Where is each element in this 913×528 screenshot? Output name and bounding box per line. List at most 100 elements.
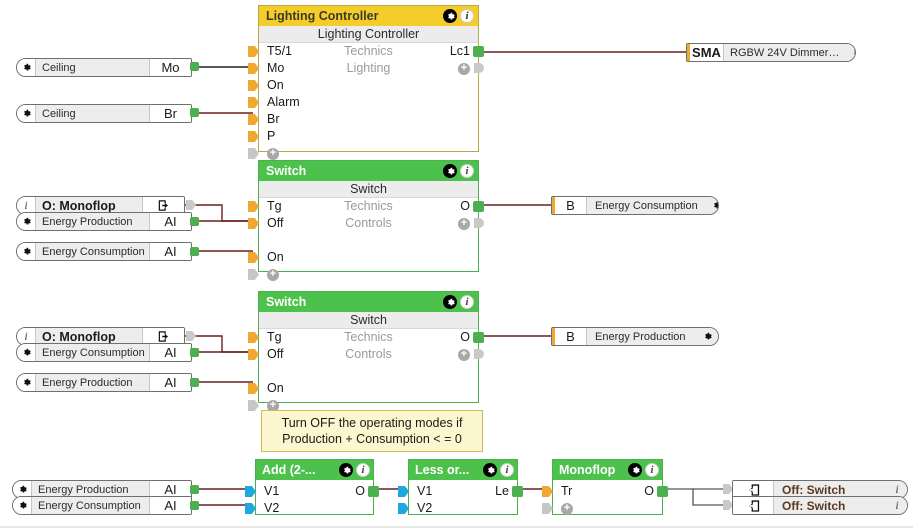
input-connector-v2[interactable] bbox=[398, 503, 409, 514]
info-icon[interactable]: i bbox=[17, 197, 36, 214]
node-off-switch-2[interactable]: Off: Switch i bbox=[732, 496, 908, 515]
block-lighting-controller[interactable]: Lighting Controller i Lighting Controlle… bbox=[248, 5, 484, 160]
info-icon[interactable]: i bbox=[460, 9, 474, 23]
input-connector-on[interactable] bbox=[248, 80, 259, 91]
plus-icon[interactable]: + bbox=[458, 348, 470, 361]
output-connector[interactable] bbox=[190, 501, 199, 510]
plus-icon[interactable]: + bbox=[267, 147, 279, 160]
gear-icon[interactable] bbox=[339, 463, 353, 477]
node-energy-production-2[interactable]: Energy Production AI bbox=[16, 373, 192, 392]
gear-icon[interactable] bbox=[443, 295, 457, 309]
add-output-button[interactable]: + bbox=[458, 60, 470, 77]
input-connector[interactable] bbox=[723, 484, 733, 494]
gear-icon[interactable] bbox=[705, 197, 718, 214]
output-connector[interactable] bbox=[190, 378, 199, 387]
input-connector-tg[interactable] bbox=[248, 201, 259, 212]
output-connector[interactable] bbox=[190, 348, 199, 357]
output-connector-extra[interactable] bbox=[474, 218, 484, 228]
info-icon[interactable]: i bbox=[17, 328, 36, 345]
input-connector-v1[interactable] bbox=[398, 486, 409, 497]
add-output-button[interactable]: + bbox=[458, 215, 470, 232]
plus-icon[interactable]: + bbox=[458, 217, 470, 230]
output-connector-o[interactable] bbox=[473, 201, 484, 212]
add-input-button[interactable]: + bbox=[267, 145, 279, 162]
add-input-button[interactable]: + bbox=[267, 266, 279, 283]
add-input-button[interactable]: + bbox=[267, 397, 279, 414]
gear-icon[interactable] bbox=[17, 59, 36, 76]
block-header[interactable]: Switch i bbox=[259, 292, 478, 312]
output-connector-o[interactable] bbox=[368, 486, 379, 497]
input-connector-alarm[interactable] bbox=[248, 97, 259, 108]
output-connector[interactable] bbox=[190, 247, 199, 256]
info-icon[interactable]: i bbox=[460, 295, 474, 309]
input-connector-p[interactable] bbox=[248, 131, 259, 142]
input-connector-tg[interactable] bbox=[248, 332, 259, 343]
add-output-button[interactable]: + bbox=[458, 346, 470, 363]
info-icon[interactable]: i bbox=[645, 463, 659, 477]
input-connector-off[interactable] bbox=[248, 218, 259, 229]
gear-icon[interactable] bbox=[17, 374, 36, 391]
output-connector[interactable] bbox=[186, 331, 196, 341]
output-connector-o[interactable] bbox=[473, 332, 484, 343]
node-energy-consumption-3[interactable]: Energy Consumption AI bbox=[12, 496, 192, 515]
input-connector-v1[interactable] bbox=[245, 486, 256, 497]
input-connector-v2[interactable] bbox=[245, 503, 256, 514]
plus-icon[interactable]: + bbox=[267, 399, 279, 412]
gear-icon[interactable] bbox=[17, 243, 36, 260]
output-connector[interactable] bbox=[186, 200, 196, 210]
input-connector-t5-1[interactable] bbox=[248, 46, 259, 57]
block-switch-2[interactable]: Switch i Switch Tg Technics O Off Contro… bbox=[248, 291, 484, 412]
info-icon[interactable]: i bbox=[356, 463, 370, 477]
gear-icon[interactable] bbox=[483, 463, 497, 477]
gear-icon[interactable] bbox=[628, 463, 642, 477]
node-b-energy-production[interactable]: B Energy Production bbox=[551, 327, 719, 346]
output-connector[interactable] bbox=[190, 217, 199, 226]
block-header[interactable]: Monoflop i bbox=[553, 460, 662, 480]
gear-icon[interactable] bbox=[17, 213, 36, 230]
info-icon[interactable]: i bbox=[887, 481, 907, 498]
input-connector-on[interactable] bbox=[248, 252, 259, 263]
output-connector-le[interactable] bbox=[512, 486, 523, 497]
input-connector-extra[interactable] bbox=[248, 148, 259, 159]
node-energy-production-1[interactable]: Energy Production AI bbox=[16, 212, 192, 231]
gear-icon[interactable] bbox=[17, 105, 36, 122]
block-less-or-equal[interactable]: Less or... i V1 Le V2 bbox=[398, 459, 523, 515]
input-connector-extra[interactable] bbox=[248, 400, 259, 411]
output-connector[interactable] bbox=[190, 485, 199, 494]
add-input-button[interactable]: + bbox=[561, 500, 573, 517]
output-connector[interactable] bbox=[190, 108, 199, 117]
node-o-monoflop-2[interactable]: i O: Monoflop bbox=[16, 327, 185, 346]
plus-icon[interactable]: + bbox=[267, 268, 279, 281]
node-sma-dimmer[interactable]: SMA RGBW 24V Dimmer… bbox=[686, 43, 856, 62]
gear-icon[interactable] bbox=[696, 328, 718, 345]
gear-icon[interactable] bbox=[845, 44, 855, 61]
info-icon[interactable]: i bbox=[887, 497, 907, 514]
input-connector-mo[interactable] bbox=[248, 63, 259, 74]
output-connector-extra[interactable] bbox=[474, 63, 484, 73]
info-icon[interactable]: i bbox=[460, 164, 474, 178]
gear-icon[interactable] bbox=[13, 497, 32, 514]
plus-icon[interactable]: + bbox=[561, 502, 573, 515]
node-b-energy-consumption[interactable]: B Energy Consumption bbox=[551, 196, 719, 215]
output-connector-o[interactable] bbox=[657, 486, 668, 497]
output-connector-extra[interactable] bbox=[474, 349, 484, 359]
block-header[interactable]: Lighting Controller i bbox=[259, 6, 478, 26]
node-energy-consumption-1[interactable]: Energy Consumption AI bbox=[16, 242, 192, 261]
info-icon[interactable]: i bbox=[500, 463, 514, 477]
node-energy-consumption-2[interactable]: Energy Consumption AI bbox=[16, 343, 192, 362]
input-connector-on[interactable] bbox=[248, 383, 259, 394]
gear-icon[interactable] bbox=[443, 164, 457, 178]
block-header[interactable]: Less or... i bbox=[409, 460, 517, 480]
input-connector-extra[interactable] bbox=[248, 269, 259, 280]
node-ceiling-mo[interactable]: Ceiling Mo bbox=[16, 58, 192, 77]
comment-note[interactable]: Turn OFF the operating modes if Producti… bbox=[261, 410, 483, 452]
block-add[interactable]: Add (2-... i V1 O V2 bbox=[245, 459, 379, 515]
output-connector[interactable] bbox=[190, 62, 199, 71]
block-header[interactable]: Switch i bbox=[259, 161, 478, 181]
block-switch-1[interactable]: Switch i Switch Tg Technics O Off Contro… bbox=[248, 160, 484, 281]
block-monoflop[interactable]: Monoflop i Tr O + bbox=[542, 459, 668, 517]
plus-icon[interactable]: + bbox=[458, 62, 470, 75]
gear-icon[interactable] bbox=[443, 9, 457, 23]
gear-icon[interactable] bbox=[17, 344, 36, 361]
input-connector-off[interactable] bbox=[248, 349, 259, 360]
